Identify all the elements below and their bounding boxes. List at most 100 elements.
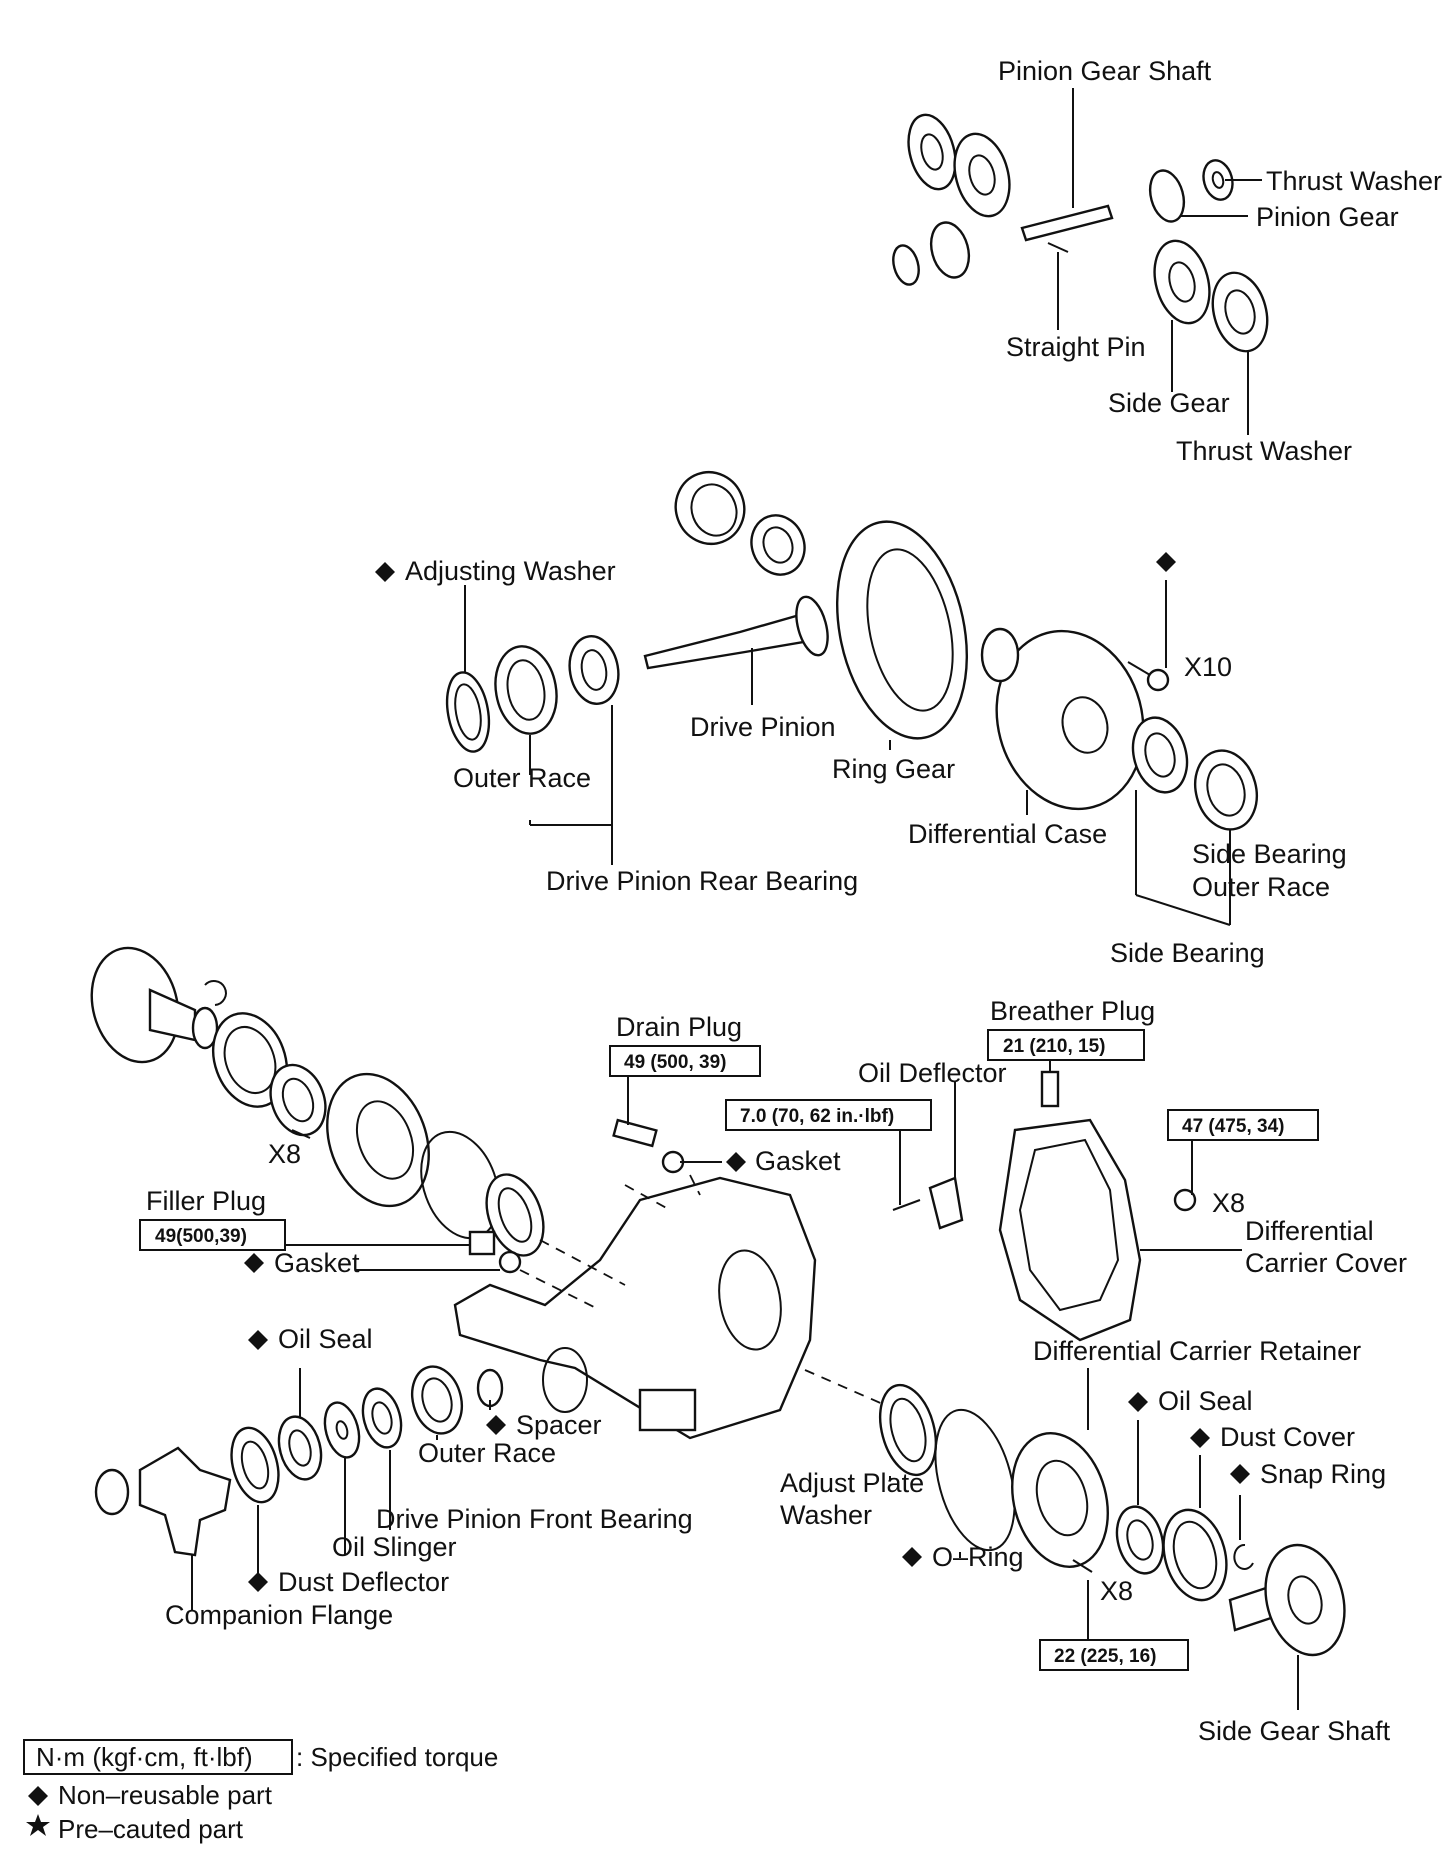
- label-differential-carrier-cover-2: Carrier Cover: [1245, 1248, 1407, 1278]
- filler-gasket-part: [498, 1250, 522, 1274]
- label-side-bearing-outer-race-2: Outer Race: [1192, 872, 1330, 902]
- label-straight-pin: Straight Pin: [1006, 332, 1146, 362]
- label-gasket-filler: Gasket: [274, 1248, 360, 1278]
- label-x8-cover: X8: [1212, 1188, 1245, 1218]
- label-drive-pinion-rear-bearing: Drive Pinion Rear Bearing: [546, 866, 858, 896]
- drain-plug-part: [612, 1118, 658, 1148]
- dust-deflector-part: [230, 1426, 280, 1504]
- label-dust-cover: Dust Cover: [1220, 1422, 1355, 1452]
- label-adjust-plate-washer-2: Washer: [780, 1500, 872, 1530]
- dust-cover-rear-part: [212, 1012, 288, 1108]
- label-side-bearing-outer-race-1: Side Bearing: [1192, 839, 1347, 869]
- legend-torque-box: [23, 1739, 293, 1775]
- label-gasket-drain: Gasket: [755, 1146, 841, 1176]
- diamond-icon: [248, 1572, 268, 1592]
- retainer-rear-part: [326, 1072, 430, 1208]
- label-drive-pinion-front-bearing: Drive Pinion Front Bearing: [376, 1504, 693, 1534]
- thrust-washer-part: [907, 113, 957, 191]
- carrier-group: [90, 946, 1346, 1657]
- torque-box-retainer: [1039, 1639, 1189, 1671]
- adjusting-washer-part: [445, 671, 491, 753]
- label-x10: X10: [1184, 652, 1232, 682]
- torque-cover-bolts: 47 (475, 34): [1182, 1116, 1284, 1137]
- torque-drain-plug: 49 (500, 39): [624, 1052, 726, 1073]
- label-thrust-washer-top: Thrust Washer: [1266, 166, 1442, 196]
- companion-flange-part: [138, 1446, 232, 1557]
- torque-box-filler: [139, 1219, 286, 1251]
- label-thrust-washer-lower: Thrust Washer: [1176, 436, 1352, 466]
- label-oil-slinger: Oil Slinger: [332, 1532, 457, 1562]
- diamond-icon: [902, 1547, 922, 1567]
- star-icon: [26, 1814, 50, 1836]
- torque-filler-plug: 49(500,39): [155, 1226, 247, 1247]
- straight-pin-part: [1047, 242, 1069, 253]
- label-ring-gear: Ring Gear: [832, 754, 955, 784]
- label-adjusting-washer: Adjusting Washer: [405, 556, 616, 586]
- label-oil-seal-side: Oil Seal: [1158, 1386, 1253, 1416]
- snap-ring-rear-part: [204, 980, 227, 1006]
- legend: N·m (kgf·cm, ft·lbf) : Specified torque …: [23, 1739, 498, 1844]
- companion-flange-nut-part: [94, 1468, 130, 1516]
- label-differential-carrier-cover-1: Differential: [1245, 1216, 1374, 1246]
- diamond-icon: [1190, 1428, 1210, 1448]
- pinion-gear-shaft-part: [1020, 204, 1114, 242]
- label-breather-plug: Breather Plug: [990, 996, 1155, 1026]
- label-x8-retainer: X8: [1100, 1576, 1133, 1606]
- label-side-bearing: Side Bearing: [1110, 938, 1265, 968]
- diamond-icon: [1230, 1464, 1250, 1484]
- thrust-washer-lower-part: [1211, 271, 1269, 353]
- label-oil-seal-front: Oil Seal: [278, 1324, 373, 1354]
- diamond-icon: [726, 1152, 746, 1172]
- drive-pinion-part: [643, 610, 817, 670]
- ring-gear-bolt-part: [1127, 661, 1151, 676]
- label-drive-pinion: Drive Pinion: [690, 712, 836, 742]
- legend-torque-desc: : Specified torque: [296, 1742, 498, 1772]
- filler-plug-part: [468, 1230, 496, 1256]
- side-gear-shaft-part: [1264, 1543, 1346, 1657]
- companion-flange-rear-part: [90, 946, 180, 1064]
- side-bearing-outer-race-part: [1194, 749, 1258, 831]
- outer-race-upper-part: [674, 471, 746, 545]
- diamond-icon: [486, 1415, 506, 1435]
- legend-torque-units: N·m (kgf·cm, ft·lbf): [36, 1742, 253, 1772]
- dust-cover-part: [1162, 1508, 1228, 1602]
- differential-case-part: [995, 629, 1145, 811]
- bearing-upper-part: [750, 514, 806, 576]
- oil-seal-rear-part: [269, 1063, 327, 1137]
- pinion-gear-left-part: [929, 221, 971, 279]
- torque-box-breather: [987, 1029, 1145, 1061]
- label-oil-deflector: Oil Deflector: [858, 1058, 1007, 1088]
- top-leaders: [1057, 88, 1262, 435]
- outer-race-rear-part: [494, 645, 558, 735]
- label-pinion-gear-shaft: Pinion Gear Shaft: [998, 56, 1212, 86]
- diamond-icon: [248, 1330, 268, 1350]
- label-snap-ring: Snap Ring: [1260, 1459, 1386, 1489]
- label-side-gear: Side Gear: [1108, 388, 1230, 418]
- part-labels: Pinion Gear Shaft Thrust Washer Pinion G…: [139, 56, 1442, 1746]
- differential-carrier-cover-part: [998, 1118, 1142, 1342]
- drive-pinion-front-bearing-part: [361, 1387, 403, 1449]
- torque-box-cover: [1167, 1109, 1319, 1141]
- oil-deflector-part: [928, 1176, 964, 1230]
- label-filler-plug: Filler Plug: [146, 1186, 266, 1216]
- label-differential-carrier-retainer: Differential Carrier Retainer: [1033, 1336, 1361, 1366]
- adjust-plate-washer-part: [879, 1383, 937, 1477]
- label-drain-plug: Drain Plug: [616, 1012, 742, 1042]
- breather-plug-part: [1040, 1070, 1060, 1108]
- outer-race-front-part: [411, 1365, 463, 1435]
- drive-pinion-group: [445, 471, 1258, 831]
- label-outer-race-front: Outer Race: [418, 1438, 556, 1468]
- carrier-mount-part: [638, 1388, 697, 1432]
- label-spacer: Spacer: [516, 1410, 602, 1440]
- side-gear-lower-part: [1153, 239, 1211, 325]
- label-o-ring: O–Ring: [932, 1542, 1024, 1572]
- torque-retainer-bolts: 22 (225, 16): [1054, 1646, 1156, 1667]
- pinion-gear-right-part: [1148, 169, 1186, 223]
- torque-oil-deflector: 7.0 (70, 62 in.·lbf): [740, 1106, 894, 1127]
- legend-pre-coated: Pre–cauted part: [58, 1814, 244, 1844]
- label-differential-case: Differential Case: [908, 819, 1107, 849]
- ring-gear-part: [835, 520, 969, 740]
- side-bearing-part: [1131, 716, 1189, 794]
